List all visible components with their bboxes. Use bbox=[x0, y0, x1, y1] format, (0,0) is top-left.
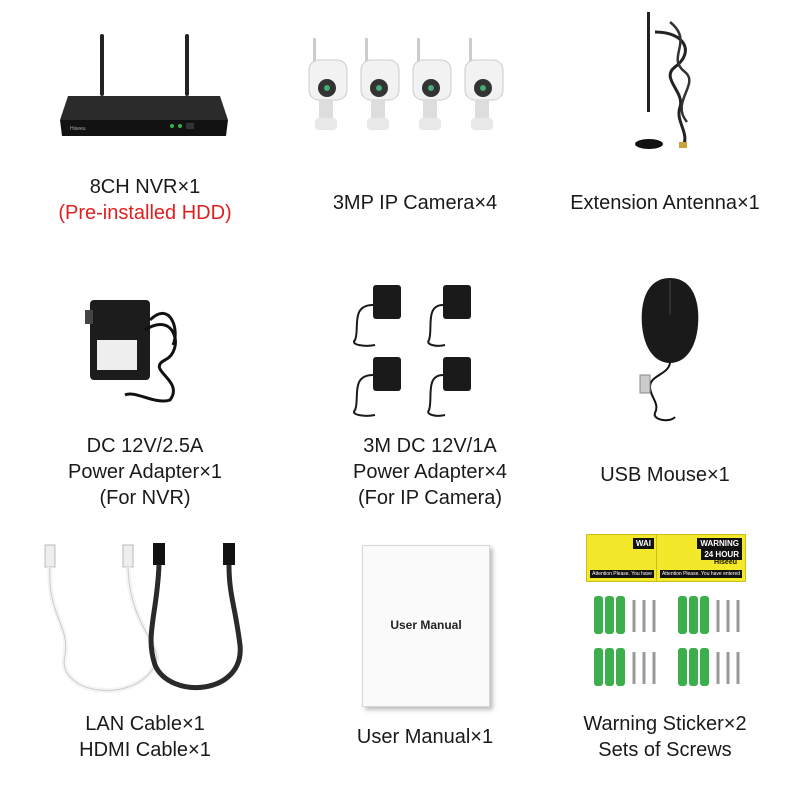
nvr-power-adapter-image bbox=[85, 300, 177, 403]
item-label-line: DC 12V/2.5A bbox=[86, 435, 204, 457]
user-manual-image: User Manual bbox=[362, 545, 490, 707]
item-label-cameras: 3MP IP Camera×4 bbox=[285, 190, 545, 216]
usb-mouse-image bbox=[639, 278, 699, 422]
item-label-cables: LAN Cable×1 HDMI Cable×1 bbox=[20, 711, 270, 763]
item-label-line: 8CH NVR×1 bbox=[89, 176, 201, 198]
sticker-header-short: WAI bbox=[632, 538, 654, 549]
item-label-line: Warning Sticker×2 bbox=[583, 713, 747, 735]
ip-cameras-image bbox=[308, 38, 504, 130]
item-label-mouse: USB Mouse×1 bbox=[555, 462, 775, 488]
lan-hdmi-cables-image bbox=[44, 543, 243, 693]
item-label-line: User Manual×1 bbox=[356, 726, 494, 748]
sticker-header: WARNING bbox=[697, 538, 742, 549]
item-label-line: (For NVR) bbox=[99, 487, 191, 509]
camera-power-adapters-image bbox=[353, 285, 471, 417]
screws-anchors-image bbox=[594, 596, 740, 686]
item-label-line: 3M DC 12V/1A bbox=[363, 435, 497, 457]
item-label-line: USB Mouse×1 bbox=[600, 464, 730, 486]
nvr-recorder-image: Hiseeu bbox=[60, 34, 228, 136]
item-label-line: Sets of Screws bbox=[598, 739, 732, 761]
svg-text:Hiseeu: Hiseeu bbox=[70, 126, 86, 132]
item-label-line: LAN Cable×1 bbox=[85, 713, 205, 735]
item-label-line: Extension Antenna×1 bbox=[570, 192, 760, 214]
item-label-camera-adapters: 3M DC 12V/1A Power Adapter×4 (For IP Cam… bbox=[290, 433, 570, 511]
item-label-manual: User Manual×1 bbox=[300, 724, 550, 750]
item-label-line: Power Adapter×4 bbox=[353, 461, 507, 483]
item-label-nvr: 8CH NVR×1 (Pre-installed HDD) bbox=[20, 174, 270, 226]
item-label-stickers-screws: Warning Sticker×2 Sets of Screws bbox=[545, 711, 785, 763]
item-label-note: (Pre-installed HDD) bbox=[58, 202, 232, 224]
sticker-header-sub: 24 HOUR bbox=[701, 549, 742, 560]
item-label-line: Power Adapter×1 bbox=[68, 461, 222, 483]
warning-sticker-left: WAI Attention Please. You have entered t… bbox=[586, 534, 658, 582]
item-label-nvr-adapter: DC 12V/2.5A Power Adapter×1 (For NVR) bbox=[20, 433, 270, 511]
sticker-footer-right: Attention Please. You have entered the m… bbox=[660, 570, 742, 578]
sticker-brand: Hiseeu bbox=[714, 559, 737, 566]
item-label-line: (For IP Camera) bbox=[357, 487, 503, 509]
item-label-antenna: Extension Antenna×1 bbox=[545, 190, 785, 216]
extension-antenna-image bbox=[635, 12, 691, 149]
sticker-footer-left: Attention Please. You have entered the m… bbox=[590, 570, 654, 578]
item-label-line: HDMI Cable×1 bbox=[79, 739, 211, 761]
warning-sticker-right: WARNING 24 HOUR Hiseeu Attention Please.… bbox=[656, 534, 746, 582]
item-label-line: 3MP IP Camera×4 bbox=[332, 192, 498, 214]
manual-cover-title: User Manual bbox=[390, 618, 462, 632]
